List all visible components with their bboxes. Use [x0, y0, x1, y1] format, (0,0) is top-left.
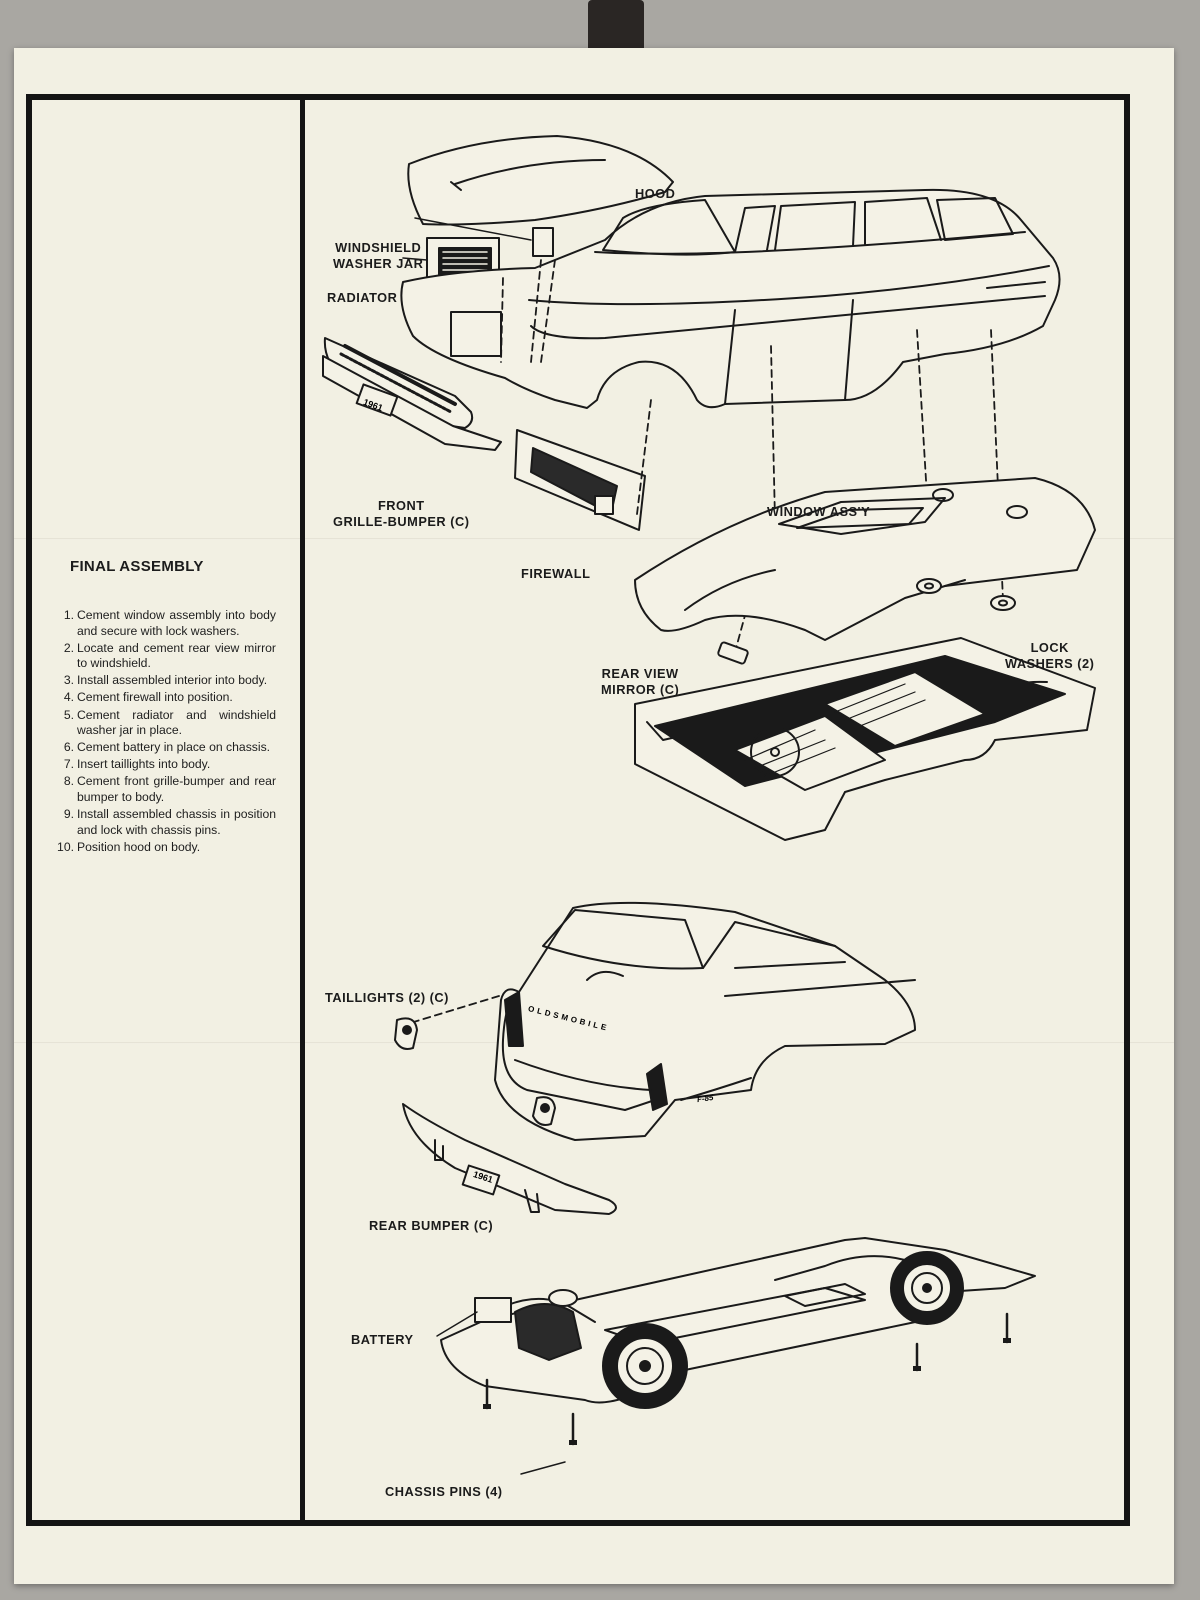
step-item: 5.Cement radiator and windshield washer … — [50, 708, 276, 739]
step-item: 4.Cement firewall into position. — [50, 690, 276, 706]
interior-tub-part — [634, 637, 1096, 841]
leader-lines — [402, 217, 566, 1475]
step-item: 6.Cement battery in place on chassis. — [50, 740, 276, 756]
step-item: 3.Install assembled interior into body. — [50, 673, 276, 689]
car-body-part — [400, 188, 1061, 409]
label-front-grille-bumper-line2: GRILLE-BUMPER (C) — [333, 514, 470, 529]
assembly-illustration — [322, 135, 1096, 1475]
step-text: Locate and cement rear view mirror to wi… — [77, 640, 276, 671]
step-text: Cement firewall into position. — [77, 690, 233, 705]
washer-jar-part — [532, 227, 554, 257]
label-lock-washers-line2: WASHERS (2) — [1005, 656, 1095, 671]
label-rear-view-mirror-line1: REAR VIEW — [601, 666, 679, 681]
label-firewall: FIREWALL — [521, 566, 591, 581]
label-front-grille-bumper: FRONT GRILLE-BUMPER (C) — [333, 498, 469, 530]
fold-line-top — [14, 538, 1174, 540]
assembly-diagram: HOOD WINDSHIELD WASHER JAR RADIATOR FRON… — [305, 100, 1118, 1520]
label-washer-jar-line2: WASHER JAR — [333, 256, 424, 271]
label-lock-washers-line1: LOCK — [1030, 640, 1069, 655]
step-item: 2.Locate and cement rear view mirror to … — [50, 641, 276, 672]
step-item: 7.Insert taillights into body. — [50, 757, 276, 773]
step-number: 8. — [63, 774, 74, 789]
step-item: 9.Install assembled chassis in position … — [50, 807, 276, 838]
step-number: 10. — [57, 839, 74, 854]
step-item: 10.Position hood on body. — [50, 840, 276, 856]
hood-part — [407, 135, 674, 226]
step-text: Cement front grille-bumper and rear bump… — [77, 774, 276, 805]
label-washer-jar-line1: WINDSHIELD — [335, 240, 422, 255]
step-text: Install assembled interior into body. — [77, 673, 268, 688]
instructions-panel: FINAL ASSEMBLY 1.Cement window assembly … — [32, 100, 300, 1520]
taillight-part — [394, 1017, 556, 1126]
step-number: 4. — [63, 690, 74, 705]
label-rear-view-mirror: REAR VIEW MIRROR (C) — [601, 666, 679, 698]
lock-washer-part — [916, 488, 1028, 611]
step-text: Insert taillights into body. — [77, 757, 211, 772]
label-hood: HOOD — [635, 186, 676, 201]
rear-bumper-part — [402, 1103, 617, 1215]
step-item: 1.Cement window assembly into body and s… — [50, 608, 276, 639]
border-frame: FINAL ASSEMBLY 1.Cement window assembly … — [26, 94, 1130, 1526]
label-taillights: TAILLIGHTS (2) (C) — [325, 990, 449, 1005]
chassis-pin-part — [485, 1312, 1009, 1446]
step-number: 5. — [63, 707, 74, 722]
step-number: 2. — [63, 640, 74, 655]
chassis-part — [440, 1237, 1036, 1409]
column-divider — [300, 100, 305, 1520]
label-chassis-pins: CHASSIS PINS (4) — [385, 1484, 503, 1499]
label-rear-view-mirror-line2: MIRROR (C) — [601, 682, 680, 697]
step-item: 8.Cement front grille-bumper and rear bu… — [50, 774, 276, 805]
step-number: 3. — [63, 673, 74, 688]
label-washer-jar: WINDSHIELD WASHER JAR — [333, 240, 423, 272]
rear-car-body-part — [494, 901, 916, 1141]
step-number: 6. — [63, 740, 74, 755]
section-title: FINAL ASSEMBLY — [70, 558, 204, 575]
firewall-part — [514, 429, 646, 531]
label-window-assy: WINDOW ASS'Y — [767, 504, 871, 519]
step-text: Cement window assembly into body and sec… — [77, 608, 276, 638]
step-text: Install assembled chassis in position an… — [77, 807, 276, 837]
label-lock-washers: LOCK WASHERS (2) — [1005, 640, 1094, 672]
rear-view-mirror-part — [717, 641, 749, 665]
step-text: Position hood on body. — [77, 839, 201, 854]
step-number: 1. — [63, 608, 74, 622]
step-text: Cement battery in place on chassis. — [77, 740, 271, 755]
step-number: 7. — [63, 757, 74, 772]
step-text: Cement radiator and windshield washer ja… — [77, 707, 276, 738]
window-assembly-part — [634, 477, 1096, 641]
label-battery: BATTERY — [351, 1332, 414, 1347]
step-number: 9. — [63, 807, 74, 822]
label-rear-bumper: REAR BUMPER (C) — [369, 1218, 494, 1233]
steps-list: 1.Cement window assembly into body and s… — [50, 608, 276, 857]
front-grille-bumper-part — [322, 337, 502, 451]
instruction-sheet: FINAL ASSEMBLY 1.Cement window assembly … — [14, 48, 1174, 1584]
label-radiator: RADIATOR — [327, 290, 398, 305]
label-front-grille-bumper-line1: FRONT — [377, 498, 425, 513]
